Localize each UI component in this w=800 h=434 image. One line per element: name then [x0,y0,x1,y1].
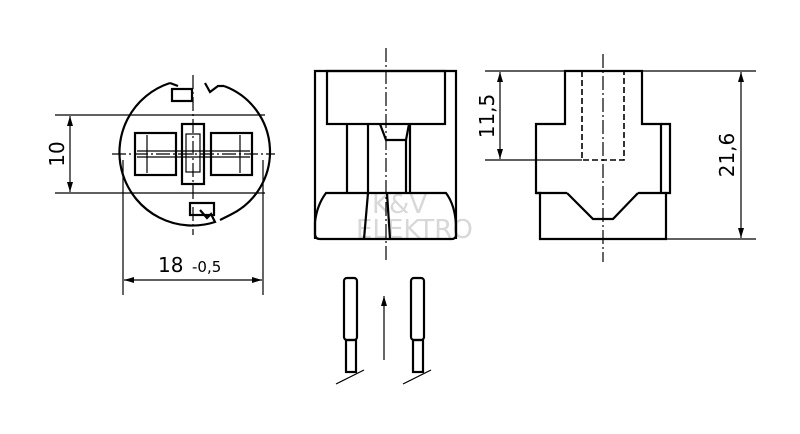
svg-text:K&V: K&V [372,190,427,220]
side-view: 11,5 21,6 [475,54,756,262]
lamp-pins [335,276,432,385]
right-pin [402,276,432,385]
bottom-latch [188,201,216,217]
socket-outline [118,81,272,227]
dimension-11-5-label: 11,5 [475,94,499,139]
dimension-18-label: 18 [158,253,183,277]
front-view [313,48,458,263]
left-pin [335,276,365,385]
top-view: 10 18 -0,5 [45,75,275,295]
dimension-tolerance-label: -0,5 [192,258,221,276]
base-block [313,191,458,241]
dimension-21-6-label: 21,6 [715,133,739,178]
dimension-10-label: 10 [45,141,69,166]
top-latch [170,87,194,103]
